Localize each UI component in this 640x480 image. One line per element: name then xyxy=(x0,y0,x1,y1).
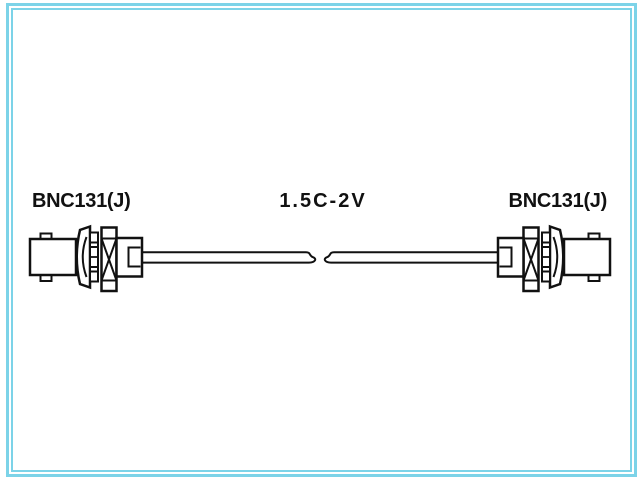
cable xyxy=(140,251,500,264)
bnc-connector-right-icon xyxy=(496,225,612,293)
left-connector-label: BNC131(J) xyxy=(32,190,131,212)
right-connector-label: BNC131(J) xyxy=(508,190,608,212)
cable-type-label: 1.5C-2V xyxy=(279,190,367,212)
cable-right-segment xyxy=(323,251,500,264)
cable-left-segment xyxy=(140,251,317,264)
bnc-connector-left-icon xyxy=(28,225,144,293)
